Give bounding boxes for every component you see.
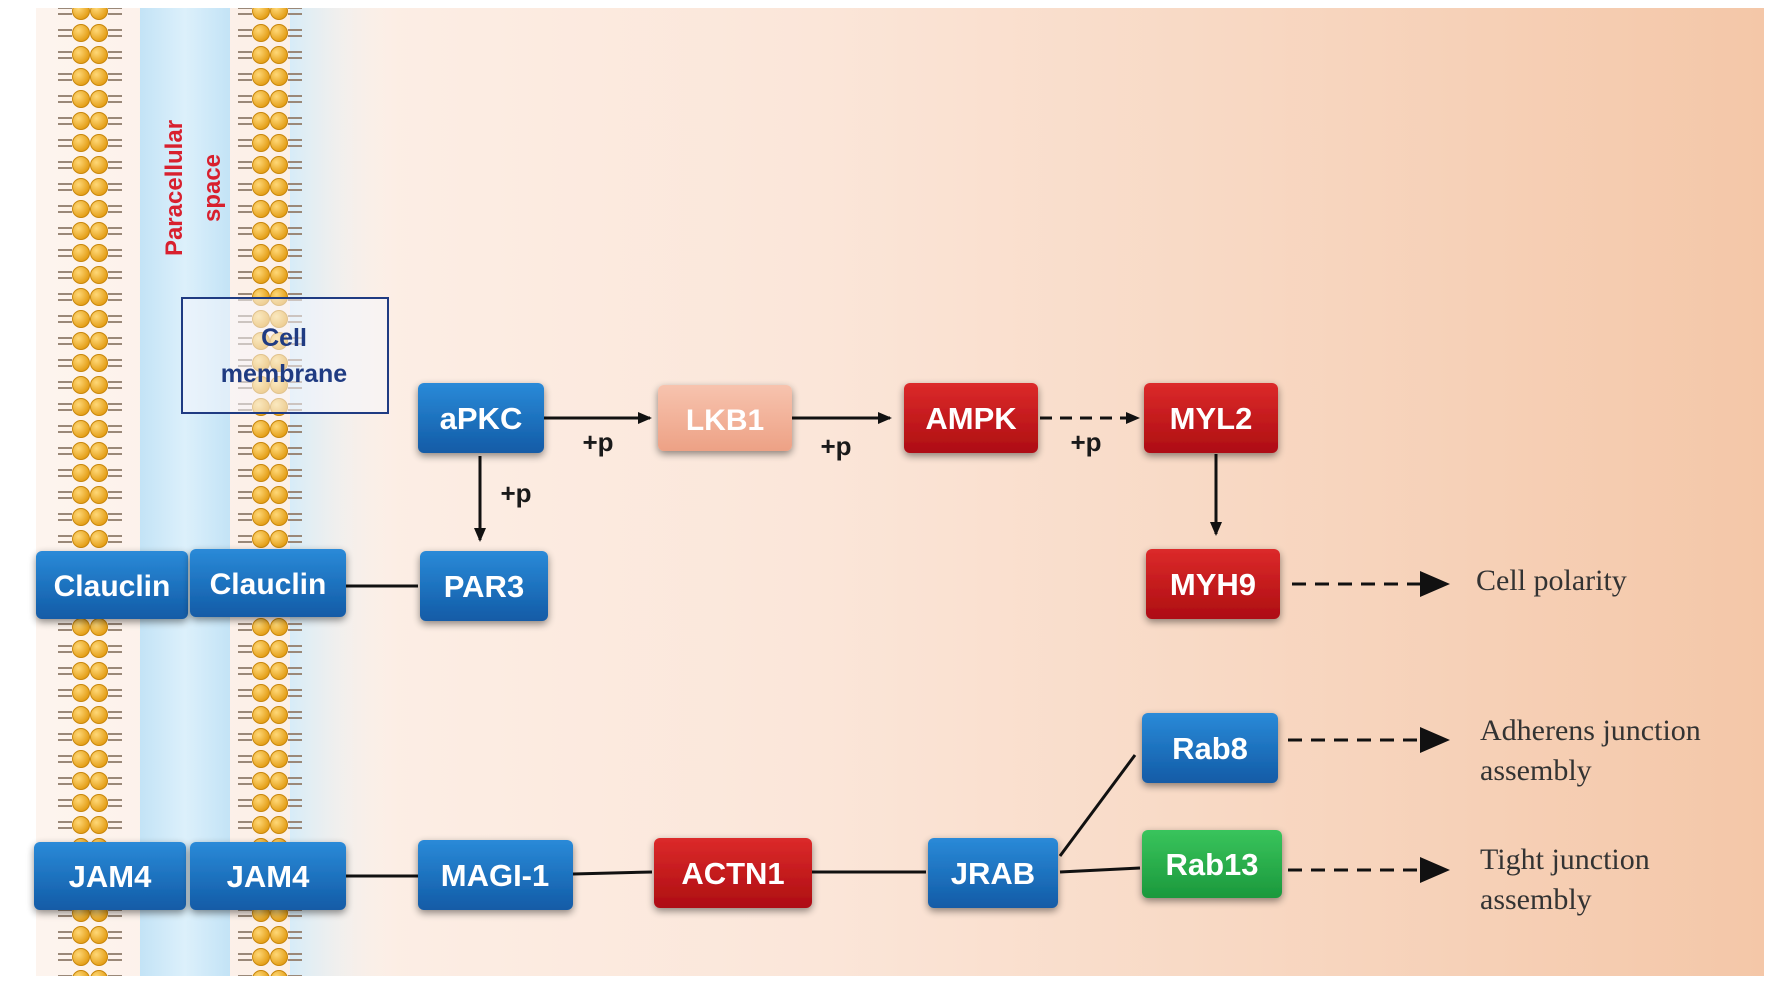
label-lkb1-ampk: +p <box>820 431 851 461</box>
node-myh9-label: MYH9 <box>1170 567 1256 602</box>
node-jam4-right: JAM4 <box>190 842 346 910</box>
node-rab13-label: Rab13 <box>1165 847 1258 882</box>
cell-membrane-box <box>181 297 389 414</box>
node-clauclin-left: Clauclin <box>36 551 188 619</box>
node-clauclin-right: Clauclin <box>190 549 346 617</box>
edge-jrab-rab13 <box>1059 866 1141 874</box>
node-jam4-left: JAM4 <box>34 842 186 910</box>
node-ampk-label: AMPK <box>925 401 1017 436</box>
node-apkc-label: aPKC <box>440 401 523 436</box>
left-membrane-bilayer <box>56 8 146 976</box>
node-myl2-label: MYL2 <box>1170 401 1253 436</box>
paracellular-space <box>140 8 230 976</box>
paracellular-label-line2: space <box>199 154 226 222</box>
node-rab8-label: Rab8 <box>1172 731 1248 766</box>
node-rab8: Rab8 <box>1142 713 1278 783</box>
outcome-tight-line1: Tight junction <box>1480 843 1650 876</box>
cell-membrane-label-line1: Cell <box>261 324 307 352</box>
node-actn1: ACTN1 <box>654 838 812 908</box>
node-jam4-left-label: JAM4 <box>69 859 152 894</box>
node-myl2: MYL2 <box>1144 383 1278 453</box>
node-myh9: MYH9 <box>1146 549 1280 619</box>
node-jrab-label: JRAB <box>951 856 1035 891</box>
node-apkc: aPKC <box>418 383 544 453</box>
node-par3: PAR3 <box>420 551 548 621</box>
node-lkb1: LKB1 <box>658 385 792 451</box>
node-actn1-label: ACTN1 <box>681 856 784 891</box>
outcome-tight-line2: assembly <box>1480 883 1592 916</box>
edge-magi1-actn1 <box>572 870 653 876</box>
paracellular-label-line1: Paracellular <box>161 120 188 256</box>
label-apkc-lkb1: +p <box>582 427 613 457</box>
outcome-adherens-line2: assembly <box>1480 754 1592 787</box>
node-magi1: MAGI-1 <box>418 840 573 910</box>
node-jam4-right-label: JAM4 <box>227 859 310 894</box>
right-membrane-bilayer <box>228 8 318 976</box>
outcome-cell-polarity: Cell polarity <box>1476 564 1627 597</box>
node-rab13: Rab13 <box>1142 830 1282 898</box>
node-magi1-label: MAGI-1 <box>441 858 550 893</box>
node-lkb1-label: LKB1 <box>686 404 764 437</box>
node-clauclin-right-label: Clauclin <box>210 568 327 601</box>
node-clauclin-left-label: Clauclin <box>54 570 171 603</box>
outcome-adherens-line1: Adherens junction <box>1480 714 1701 747</box>
edge-jrab-rab8 <box>1058 754 1137 857</box>
label-ampk-myl2: +p <box>1070 427 1101 457</box>
label-apkc-par3: +p <box>500 478 531 508</box>
node-jrab: JRAB <box>928 838 1058 908</box>
cell-membrane-label-line2: membrane <box>221 360 348 388</box>
node-ampk: AMPK <box>904 383 1038 453</box>
node-par3-label: PAR3 <box>444 569 524 604</box>
